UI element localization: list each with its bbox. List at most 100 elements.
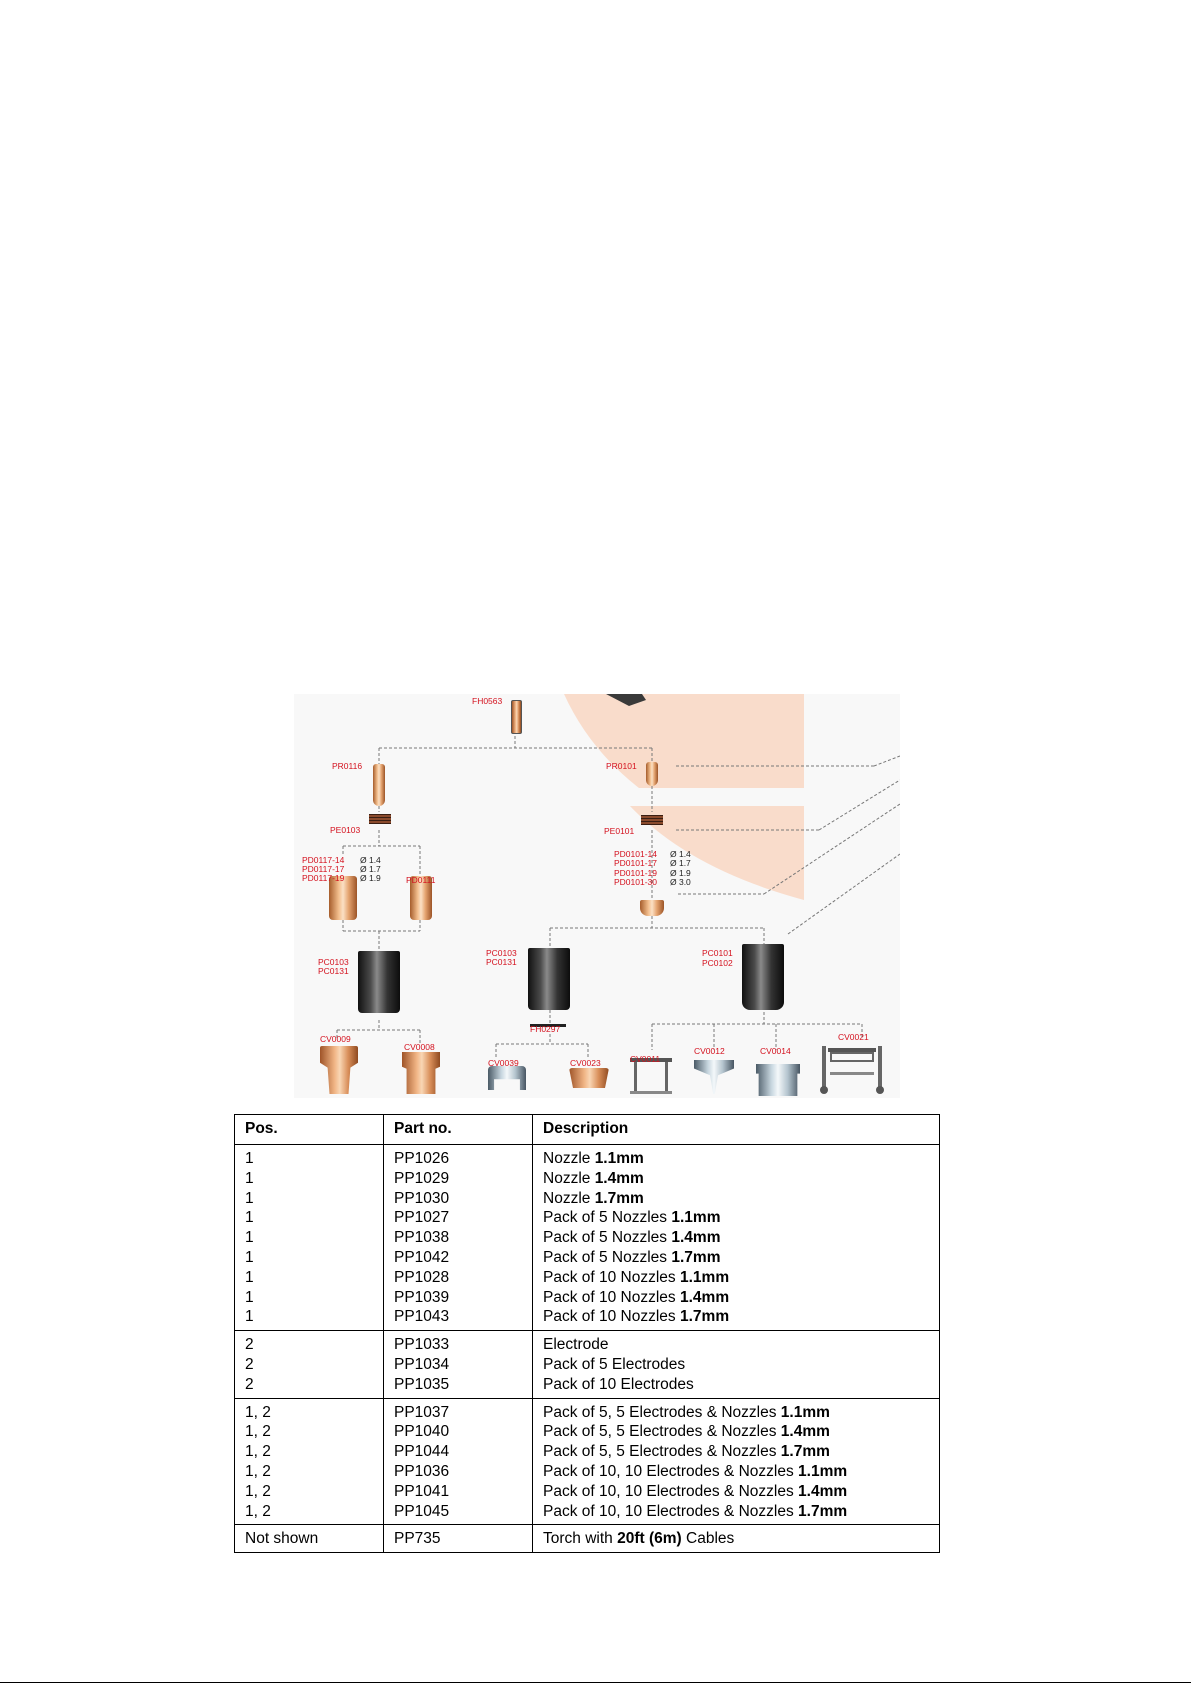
description-line: Pack of 5, 5 Electrodes & Nozzles 1.1mm [543,1403,830,1421]
fh0297-part [530,1024,566,1027]
diameter-pd0101-17: Ø 1.7 [670,858,691,868]
description-line: Pack of 10 Nozzles 1.4mm [543,1288,730,1306]
label-cv0011: CV0011 [630,1054,661,1064]
diagram-graphics [336,694,900,1058]
diameter-pd0101-30: Ø 3.0 [670,877,691,887]
description-line: Pack of 10 Nozzles 1.7mm [543,1308,730,1326]
description-cell: Pack of 5, 5 Electrodes & Nozzles 1.1mm … [532,1397,940,1526]
pos-value: 1, 2 [245,1482,271,1500]
label-pd0101-17: PD0101-17 [614,858,658,868]
label-pe0103: PE0103 [330,825,361,835]
pos-value: 1, 2 [245,1443,271,1461]
part-number: PP1045 [394,1502,450,1520]
part-number: PP1030 [394,1189,450,1207]
table-row-torch: Not shown PP735 Torch with 20ft (6m) Cab… [234,1524,940,1554]
pos-value: 1, 2 [245,1423,271,1441]
description-line: Electrode [543,1336,609,1354]
label-cv0014: CV0014 [760,1046,791,1056]
label-cv0023: CV0023 [570,1058,601,1068]
diameter-pd0117-19: Ø 1.9 [360,873,381,883]
description-line: Pack of 5, 5 Electrodes & Nozzles 1.4mm [543,1423,830,1441]
description-line: Pack of 5, 5 Electrodes & Nozzles 1.7mm [543,1443,830,1461]
label-cv0021: CV0021 [838,1032,869,1042]
header-part-no: Part no. [383,1114,533,1145]
table-row-group-combo-packs: 1, 2 1, 2 1, 2 1, 2 1, 2 1, 2 PP1037 PP1… [234,1397,940,1526]
part-number: PP1036 [394,1462,450,1480]
part-number: PP1044 [394,1443,450,1461]
pos-value: 1, 2 [245,1403,271,1421]
description-line: Pack of 10, 10 Electrodes & Nozzles 1.7m… [543,1502,848,1520]
part-number: PP1035 [394,1375,450,1393]
pos-value: 1 [245,1209,254,1227]
part-number: PP1041 [394,1482,450,1500]
pos-cell: 1 1 1 1 1 1 1 1 1 [234,1143,384,1332]
label-cv0008: CV0008 [404,1042,435,1052]
pos-value: 1 [245,1229,254,1247]
pc0103-left-part [358,951,400,1013]
pos-value: 1 [245,1189,254,1207]
description-line: Torch with 20ft (6m) Cables [543,1530,735,1548]
part-number: PP1043 [394,1308,450,1326]
label-pe0101: PE0101 [604,826,635,836]
pos-value: 1 [245,1268,254,1286]
label-pd0101-30: PD0101-30 [614,877,658,887]
label-fh0563: FH0563 [472,696,503,706]
part-number: PP1028 [394,1268,450,1286]
description-cell: Nozzle 1.1mm Nozzle 1.4mm Nozzle 1.7mm P… [532,1143,940,1332]
pos-cell: Not shown [234,1524,384,1554]
table-header-row: Pos. Part no. Description [234,1114,940,1145]
label-pd0101-14: PD0101-14 [614,849,658,859]
cv0023-part [569,1068,609,1088]
pr0116-part [373,764,385,806]
pos-value: 1, 2 [245,1462,271,1480]
label-pc0103-mid: PC0103 [486,948,517,958]
part-number: PP1038 [394,1229,450,1247]
description-line: Pack of 5 Nozzles 1.1mm [543,1209,721,1227]
label-pc0103-left: PC0103 [318,957,349,967]
pc0101-part [742,944,784,1010]
pos-value: 1 [245,1248,254,1266]
part-number: PP1034 [394,1355,450,1373]
pos-value: 2 [245,1336,254,1354]
part-number: PP1039 [394,1288,450,1306]
part-number: PP1027 [394,1209,450,1227]
description-line: Pack of 10 Electrodes [543,1375,694,1393]
pos-value: 1, 2 [245,1502,271,1520]
pos-value: 1 [245,1150,254,1167]
pos-value: 1 [245,1288,254,1306]
label-pd0117-19: PD0117-19 [302,873,345,883]
pos-value: 2 [245,1355,254,1373]
table-row-group-nozzles: 1 1 1 1 1 1 1 1 1 PP1026 PP1029 PP1030 P… [234,1143,940,1332]
pe0103-part [369,814,391,824]
pc0103-mid-part [528,948,570,1010]
diameter-pd0101-14: Ø 1.4 [670,849,691,859]
part-number: PP1033 [394,1336,450,1354]
description-line: Pack of 5 Nozzles 1.7mm [543,1248,721,1266]
label-pd0117-14: PD0117-14 [302,855,345,865]
label-pd0117-17: PD0117-17 [302,864,345,874]
pr0101-part [646,762,658,786]
description-line: Nozzle 1.4mm [543,1169,644,1187]
pd0117-part [329,876,357,920]
parts-table: Pos. Part no. Description 1 1 1 1 1 1 1 … [234,1114,940,1554]
part-number: PP1042 [394,1248,450,1266]
cv0011-part [630,1058,672,1094]
part-number: PP1029 [394,1169,450,1187]
label-pc0131-mid: PC0131 [486,957,517,967]
part-number: PP1026 [394,1150,450,1167]
pos-cell: 1, 2 1, 2 1, 2 1, 2 1, 2 1, 2 [234,1397,384,1526]
pos-cell: 2 2 2 [234,1330,384,1399]
pos-value: 2 [245,1375,254,1393]
description-line: Pack of 10 Nozzles 1.1mm [543,1268,730,1286]
torch-head-hint [606,694,646,706]
description-line: Nozzle 1.7mm [543,1189,644,1207]
cv0008-part [402,1052,440,1094]
diameter-pd0117-14: Ø 1.4 [360,855,381,865]
label-pc0101: PC0101 [702,948,733,958]
table-row-group-electrodes: 2 2 2 PP1033 PP1034 PP1035 Electrode Pac… [234,1330,940,1399]
highlight-shape-upper [564,694,804,788]
label-pd0111: PD0111 [406,875,436,885]
cv0014-part [756,1064,800,1096]
part-cell: PP1026 PP1029 PP1030 PP1027 PP1038 PP104… [383,1143,533,1332]
cv0021-part [820,1042,884,1094]
